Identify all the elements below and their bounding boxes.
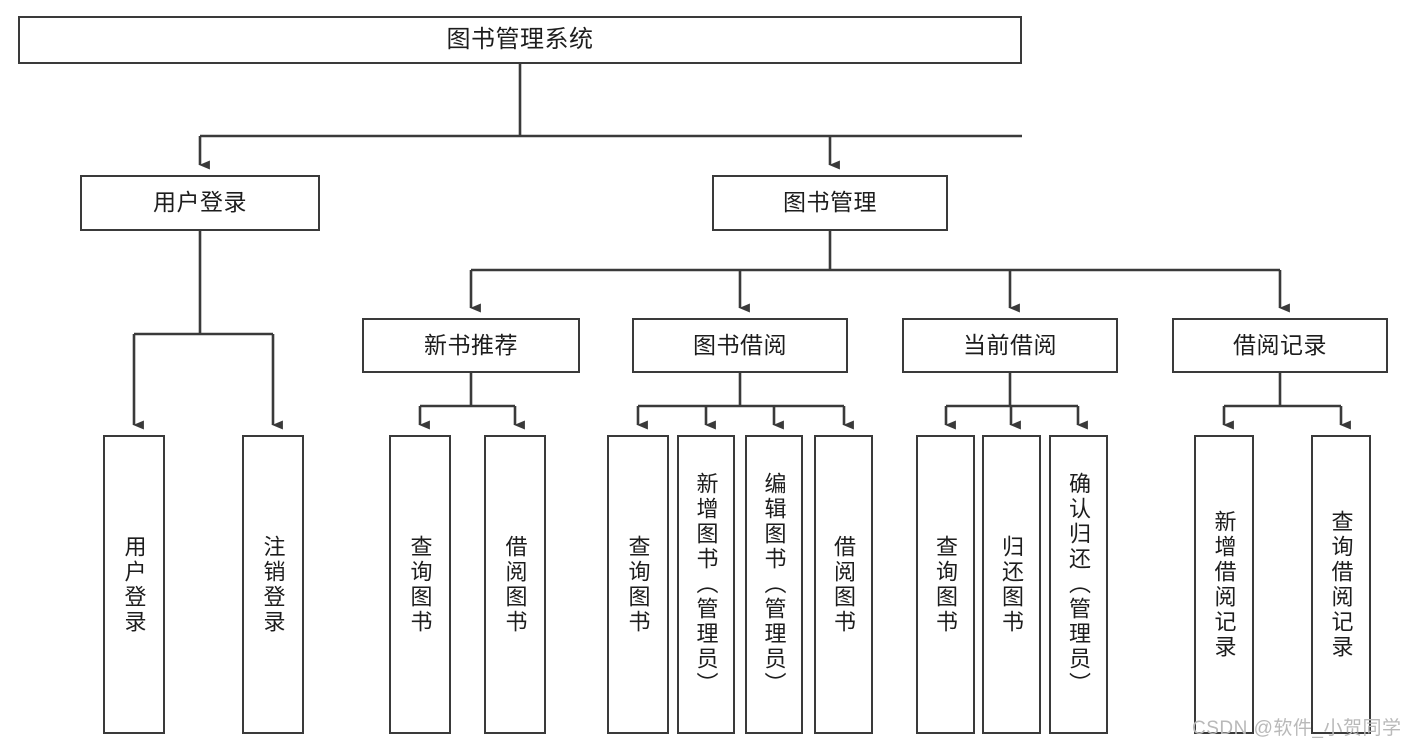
- node-leaf-user-logout-label: 注销登录: [260, 534, 286, 635]
- node-book-management-label: 图书管理: [783, 189, 877, 216]
- node-leaf-borrow-book-2[interactable]: 借阅图书: [814, 435, 873, 734]
- node-user-login-label: 用户登录: [153, 189, 247, 216]
- node-current-borrow[interactable]: 当前借阅: [902, 318, 1118, 373]
- node-current-borrow-label: 当前借阅: [963, 331, 1057, 358]
- node-leaf-borrow-book-1[interactable]: 借阅图书: [484, 435, 546, 734]
- node-leaf-query-record[interactable]: 查询借阅记录: [1311, 435, 1371, 734]
- node-leaf-confirm-return[interactable]: 确认归还（管理员）: [1049, 435, 1108, 734]
- node-leaf-add-record-label: 新增借阅记录: [1211, 509, 1237, 660]
- node-leaf-edit-book-label: 编辑图书（管理员）: [761, 472, 787, 697]
- node-leaf-borrow-book-2-label: 借阅图书: [831, 534, 857, 635]
- node-leaf-return-book-label: 归还图书: [999, 534, 1025, 635]
- node-borrow-record-label: 借阅记录: [1233, 331, 1327, 358]
- node-new-book-recommend[interactable]: 新书推荐: [362, 318, 580, 373]
- node-leaf-add-book[interactable]: 新增图书（管理员）: [677, 435, 735, 734]
- node-leaf-borrow-book-1-label: 借阅图书: [502, 534, 528, 635]
- node-leaf-user-login[interactable]: 用户登录: [103, 435, 165, 734]
- node-book-borrow[interactable]: 图书借阅: [632, 318, 848, 373]
- node-root-label: 图书管理系统: [446, 25, 594, 53]
- node-leaf-query-book-1-label: 查询图书: [407, 534, 433, 635]
- node-leaf-edit-book[interactable]: 编辑图书（管理员）: [745, 435, 803, 734]
- node-book-management[interactable]: 图书管理: [712, 175, 948, 231]
- node-leaf-query-book-3-label: 查询图书: [933, 534, 959, 635]
- node-leaf-user-logout[interactable]: 注销登录: [242, 435, 304, 734]
- watermark-text: CSDN @软件_小贺同学: [1192, 718, 1402, 739]
- node-borrow-record[interactable]: 借阅记录: [1172, 318, 1388, 373]
- node-leaf-return-book[interactable]: 归还图书: [982, 435, 1041, 734]
- node-leaf-add-book-label: 新增图书（管理员）: [693, 472, 719, 697]
- node-leaf-query-book-2[interactable]: 查询图书: [607, 435, 669, 734]
- node-new-book-recommend-label: 新书推荐: [424, 331, 518, 358]
- watermark: CSDN @软件_小贺同学: [1192, 713, 1401, 740]
- node-root[interactable]: 图书管理系统: [18, 16, 1022, 64]
- node-book-borrow-label: 图书借阅: [693, 331, 787, 358]
- node-leaf-query-book-2-label: 查询图书: [625, 534, 651, 635]
- node-leaf-add-record[interactable]: 新增借阅记录: [1194, 435, 1254, 734]
- node-leaf-query-record-label: 查询借阅记录: [1328, 509, 1354, 660]
- node-leaf-query-book-1[interactable]: 查询图书: [389, 435, 451, 734]
- node-leaf-confirm-return-label: 确认归还（管理员）: [1066, 472, 1092, 697]
- node-leaf-user-login-label: 用户登录: [121, 534, 147, 635]
- node-user-login[interactable]: 用户登录: [80, 175, 320, 231]
- node-leaf-query-book-3[interactable]: 查询图书: [916, 435, 975, 734]
